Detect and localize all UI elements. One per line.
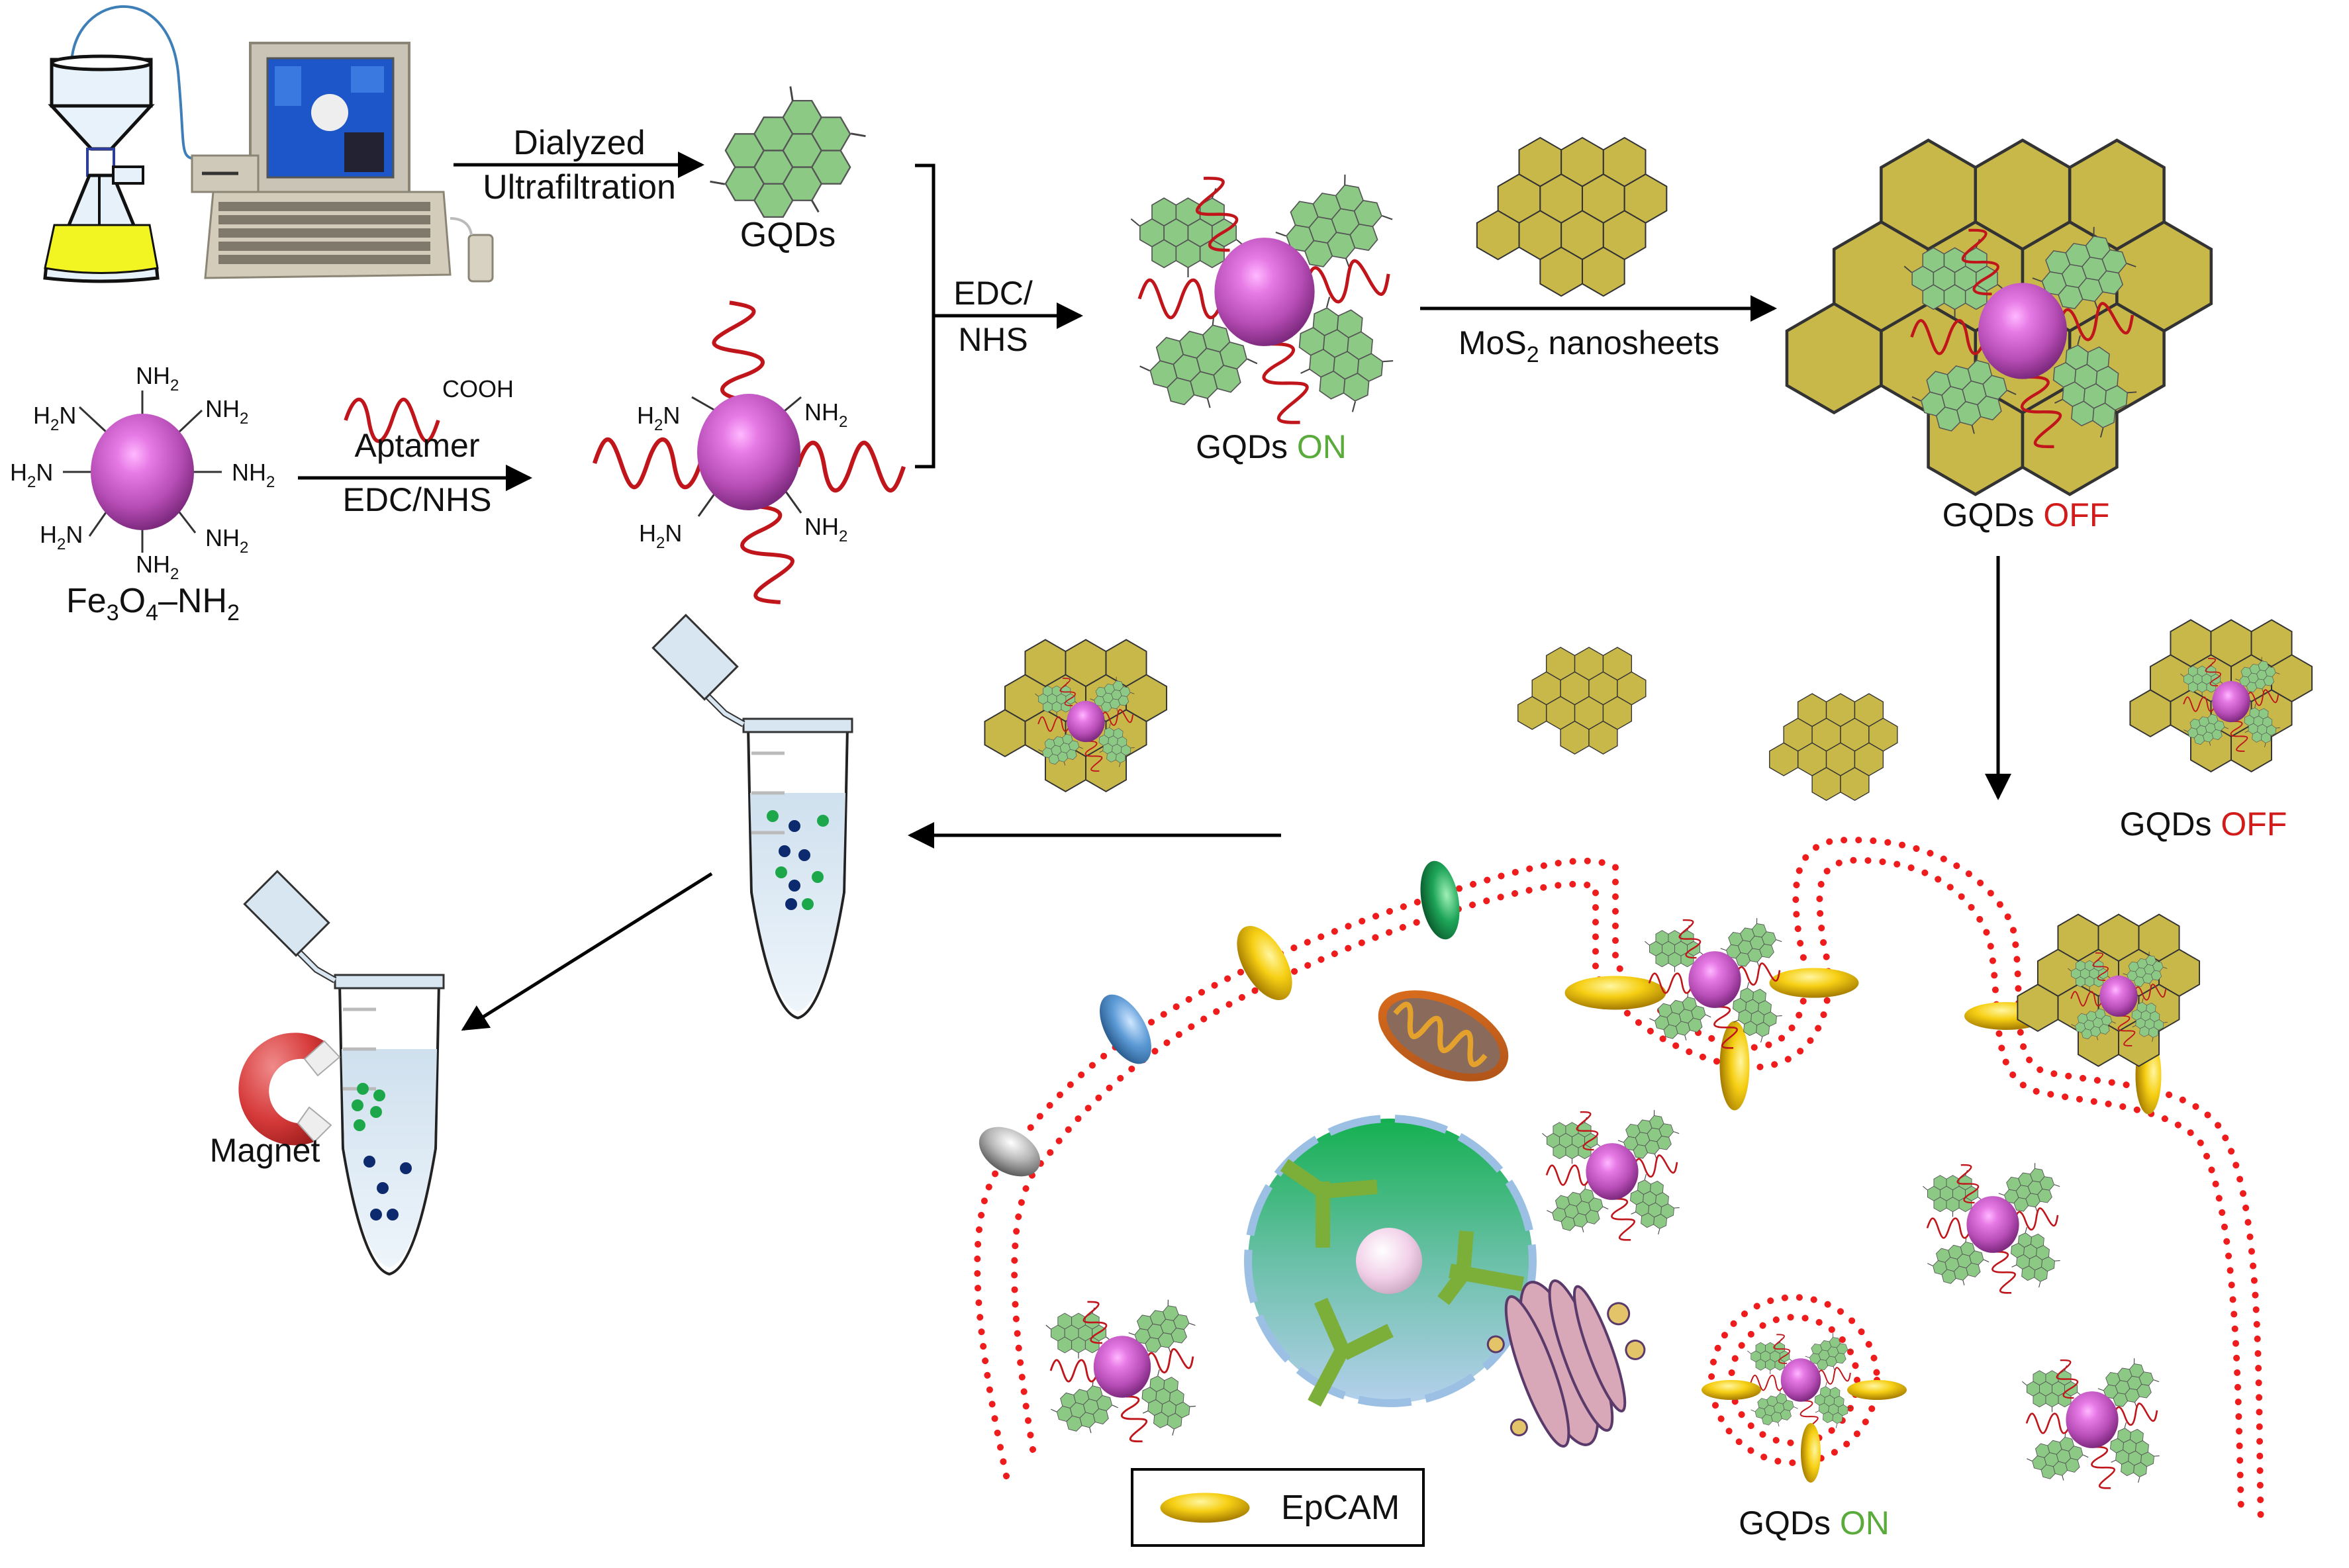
- amine-label: NH2: [205, 395, 248, 428]
- antibody-icon: [1280, 1158, 1524, 1407]
- epcam-legend-icon: [1160, 1493, 1250, 1523]
- amine-label: NH2: [232, 459, 275, 491]
- internalized-complex: [1542, 1105, 1686, 1243]
- nucleus: [1244, 1115, 1537, 1407]
- gqds-off-complex-small: [2130, 620, 2312, 772]
- internalized-complex: [1923, 1158, 2066, 1296]
- legend: EpCAM: [1131, 1468, 1425, 1547]
- svg-text:COOH: COOH: [442, 375, 514, 402]
- svg-text:H2N: H2N: [637, 402, 680, 434]
- gqds-off-label: GQDs OFF: [1942, 496, 2110, 533]
- aptamer-reagent: COOH: [346, 375, 514, 441]
- svg-text:H2N: H2N: [639, 520, 682, 552]
- filtration-flask-icon: [43, 5, 199, 283]
- golgi-apparatus-icon: [1486, 1279, 1646, 1448]
- nhs-label: NHS: [958, 321, 1028, 358]
- epcam-bound-complex: [1564, 913, 1859, 1111]
- magnet-label: Magnet: [210, 1132, 320, 1169]
- dialyzed-label: Dialyzed: [513, 124, 645, 162]
- epcam-legend-label: EpCAM: [1281, 1489, 1400, 1527]
- magnetic-separation-arrow: [461, 872, 713, 1031]
- endosome-complex: [1702, 1329, 1907, 1483]
- fe3o4-nh2-particle: NH2 NH2 NH2 NH2 NH2 H2N H2N H2N Fe3O4–NH…: [10, 362, 275, 625]
- free-mos2-nanosheet: [1770, 694, 1897, 800]
- amine-label: H2N: [10, 459, 53, 491]
- nucleolus: [1356, 1228, 1422, 1294]
- computer-icon: [191, 42, 494, 283]
- gqds-off-complex: [1787, 140, 2211, 494]
- magnet-icon: [238, 1033, 341, 1146]
- aptamer-fe3o4-particle: H2N NH2 H2N NH2: [595, 299, 904, 608]
- gqds-on-complex: [1131, 165, 1405, 429]
- particles: [767, 810, 829, 910]
- free-gqds-off-label: GQDs OFF: [2120, 806, 2287, 843]
- free-mos2-nanosheet: [1518, 647, 1646, 754]
- internal-gqds-on-label: GQDs ON: [1739, 1504, 1890, 1542]
- separated-tube: [244, 871, 444, 1274]
- sample-tube: [653, 615, 852, 1018]
- internalized-complex: [2022, 1353, 2166, 1491]
- amine-label: NH2: [136, 551, 179, 583]
- membrane-protein-grey: [979, 1127, 1041, 1177]
- membrane-protein-blue: [1100, 994, 1151, 1064]
- gqds-off-complex-small: [984, 640, 1167, 792]
- internalized-complex: [1046, 1294, 1203, 1445]
- membrane-protein-green: [1420, 860, 1460, 940]
- merge-bracket: [915, 163, 935, 469]
- epcam-bound-off-complex: [1964, 915, 2199, 1115]
- edc-nhs-label: EDC/NHS: [342, 481, 491, 518]
- ultrafiltration-label: Ultrafiltration: [483, 168, 676, 207]
- svg-text:NH2: NH2: [804, 513, 847, 545]
- mos2-nanosheets-label: MoS2 nanosheets: [1459, 324, 1719, 367]
- fe3o4-nh2-label: Fe3O4–NH2: [66, 582, 240, 625]
- amine-label: H2N: [40, 521, 83, 553]
- mos2-nanosheet: [1477, 138, 1666, 296]
- gqds-on-label: GQDs ON: [1196, 428, 1347, 465]
- mitochondrion-icon: [1378, 990, 1509, 1082]
- aptamer-label: Aptamer: [355, 427, 480, 464]
- svg-text:NH2: NH2: [804, 398, 847, 431]
- edc-label: EDC/: [953, 275, 1033, 312]
- amine-label: NH2: [136, 362, 179, 394]
- amine-label: NH2: [205, 524, 248, 557]
- gqds-label: GQDs: [740, 216, 836, 254]
- epcam-receptor: [1237, 925, 1292, 1001]
- amine-label: H2N: [33, 402, 76, 434]
